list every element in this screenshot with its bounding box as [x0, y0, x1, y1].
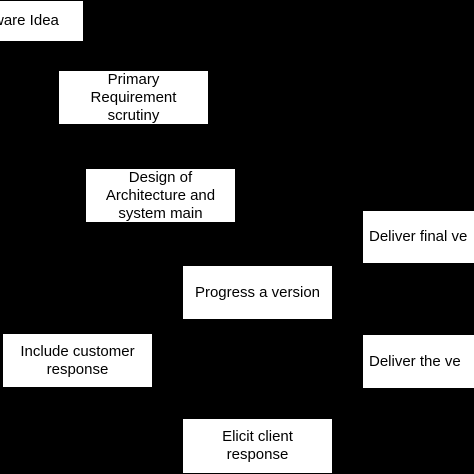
node-primary-requirement-label: Primary Requirement scrutiny: [90, 70, 177, 124]
node-label-line: ware Idea: [0, 12, 59, 29]
node-software-idea: ware Idea: [0, 0, 84, 42]
node-deliver-final-label: Deliver final ve: [369, 228, 467, 246]
node-label-line: Primary: [107, 70, 160, 88]
node-deliver-the-version: Deliver the ve: [362, 334, 474, 389]
node-include-customer-response: Include customer response: [2, 333, 153, 388]
node-elicit-client-response: Elicit client response: [182, 418, 333, 474]
node-label-line: scrutiny: [107, 106, 160, 124]
node-deliver-final-version: Deliver final ve: [362, 210, 474, 264]
node-label-line: Requirement: [90, 88, 177, 106]
node-label-line: Architecture and: [105, 186, 216, 204]
node-label-line: Deliver final ve: [369, 228, 468, 245]
node-include-label: Include customer response: [20, 343, 134, 379]
node-primary-requirement-scrutiny: Primary Requirement scrutiny: [58, 70, 209, 125]
node-label-line: Design of: [128, 168, 193, 186]
node-deliver-label: Deliver the ve: [369, 353, 461, 371]
node-design-label: Design of Architecture and system main: [105, 168, 216, 222]
node-progress-a-version: Progress a version: [182, 265, 333, 320]
node-label-line: system main: [118, 204, 203, 222]
node-software-idea-label: ware Idea: [0, 12, 59, 30]
node-label-line: Progress a version: [194, 283, 321, 301]
node-elicit-label: Elicit client response: [222, 428, 293, 464]
node-progress-label: Progress a version: [195, 284, 320, 302]
node-design-of-architecture: Design of Architecture and system main: [85, 168, 236, 223]
node-label-line: Include customer: [20, 342, 135, 360]
node-label-line: response: [226, 446, 289, 463]
node-label-line: response: [46, 360, 109, 378]
node-label-line: Elicit client: [222, 428, 293, 445]
node-label-line: Deliver the ve: [369, 352, 461, 370]
